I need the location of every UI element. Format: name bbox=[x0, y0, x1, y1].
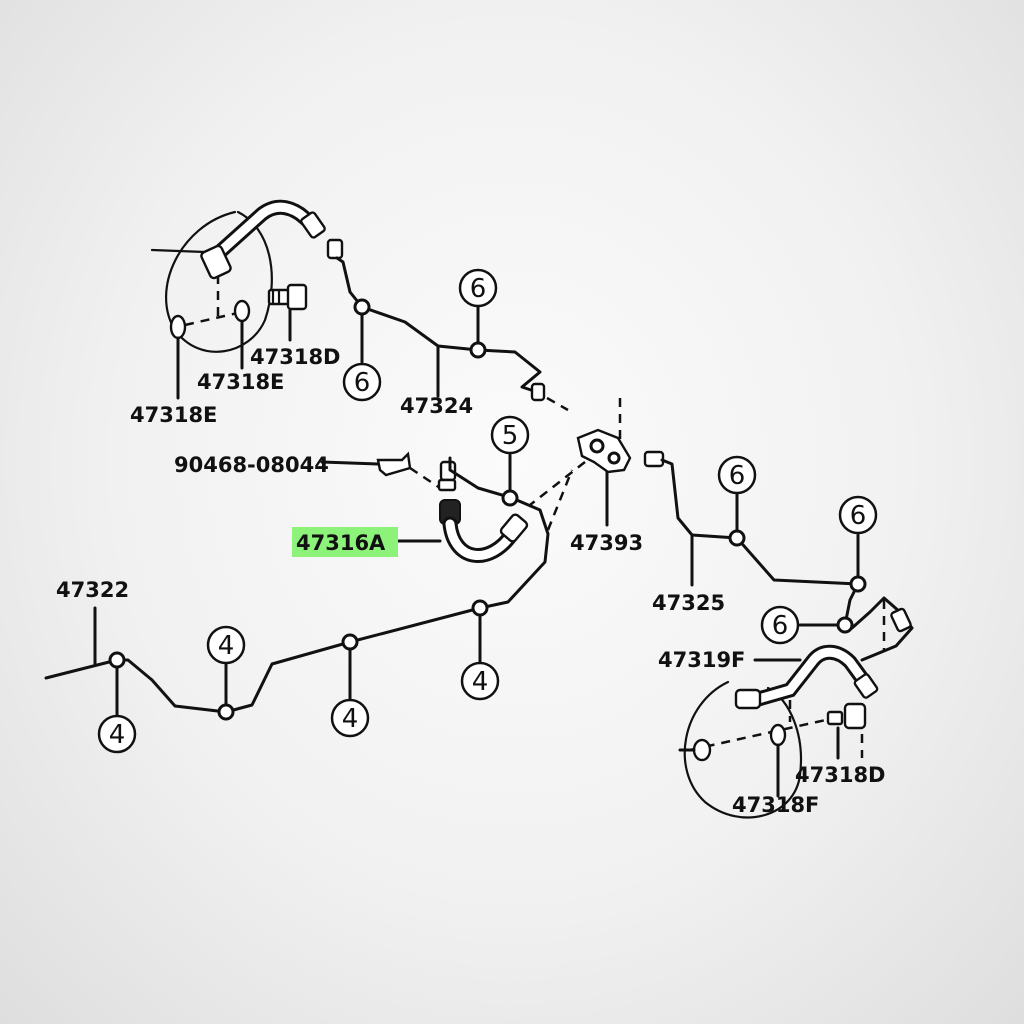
label-47319F[interactable]: 47319F bbox=[658, 648, 745, 672]
callout-4-d: 4 bbox=[97, 714, 137, 754]
label-47324[interactable]: 47324 bbox=[400, 394, 473, 418]
washer-right bbox=[769, 723, 787, 747]
hose-end-fitting-left bbox=[300, 211, 326, 239]
three-way-joint-47393 bbox=[529, 398, 632, 527]
svg-text:4: 4 bbox=[342, 704, 359, 734]
label-47322[interactable]: 47322 bbox=[56, 578, 129, 602]
label-47318E-b[interactable]: 47318E bbox=[197, 370, 284, 394]
callout-4-a: 4 bbox=[206, 625, 246, 665]
drum-outline-right bbox=[683, 680, 802, 819]
leader-left-top bbox=[150, 248, 207, 254]
fitting-47324-left bbox=[326, 238, 344, 260]
label-47316A[interactable]: 47316A bbox=[296, 531, 386, 555]
callout-5: 5 bbox=[490, 415, 530, 455]
callout-6-top-left: 6 bbox=[342, 362, 382, 402]
washer-47318E-b bbox=[233, 299, 251, 323]
brake-line-47325 bbox=[643, 450, 914, 662]
center-hose-assembly bbox=[320, 451, 529, 563]
callout-6-right-low: 6 bbox=[760, 605, 800, 645]
brake-line-47322 bbox=[44, 453, 574, 721]
fitting-47325-left bbox=[643, 450, 665, 468]
centerline-left bbox=[184, 310, 243, 327]
label-90468-08044[interactable]: 90468-08044 bbox=[174, 453, 329, 477]
callout-6-mid: 6 bbox=[717, 455, 757, 495]
union-bolt-47318D-head bbox=[286, 283, 308, 311]
fitting-47324-right bbox=[530, 382, 546, 402]
washer-47318F bbox=[692, 738, 712, 762]
drum-outline-left bbox=[165, 210, 273, 353]
label-47318E-a[interactable]: 47318E bbox=[130, 403, 217, 427]
washer-47318E-a bbox=[169, 314, 187, 340]
callout-4-c: 4 bbox=[330, 698, 370, 738]
label-47318D-top[interactable]: 47318D bbox=[250, 345, 341, 369]
svg-text:4: 4 bbox=[109, 720, 126, 750]
rear-right-hose-assembly bbox=[678, 644, 879, 819]
hose-fitting-right bbox=[734, 688, 762, 710]
label-47325[interactable]: 47325 bbox=[652, 591, 725, 615]
svg-text:6: 6 bbox=[354, 368, 371, 398]
front-left-hose-assembly bbox=[150, 199, 326, 400]
brake-line-47324 bbox=[326, 238, 569, 412]
svg-text:6: 6 bbox=[772, 611, 789, 641]
label-47318F[interactable]: 47318F bbox=[732, 793, 819, 817]
highlight-47316A bbox=[292, 527, 398, 557]
callout-6-top-right: 6 bbox=[458, 268, 498, 308]
svg-text:4: 4 bbox=[218, 631, 235, 661]
callout-4-b: 4 bbox=[460, 661, 500, 701]
callout-6-far-right: 6 bbox=[838, 495, 878, 535]
hose-fitting-left bbox=[200, 244, 232, 280]
svg-text:6: 6 bbox=[850, 501, 867, 531]
svg-text:5: 5 bbox=[502, 421, 519, 451]
svg-text:6: 6 bbox=[470, 274, 487, 304]
label-47393[interactable]: 47393 bbox=[570, 531, 643, 555]
svg-text:4: 4 bbox=[472, 667, 489, 697]
leader-90468-08044 bbox=[320, 460, 380, 466]
clip-90468-08044 bbox=[376, 451, 412, 477]
label-47318D-bottom[interactable]: 47318D bbox=[795, 763, 886, 787]
union-bolt-47318D-bottom bbox=[843, 702, 867, 730]
svg-text:6: 6 bbox=[729, 461, 746, 491]
